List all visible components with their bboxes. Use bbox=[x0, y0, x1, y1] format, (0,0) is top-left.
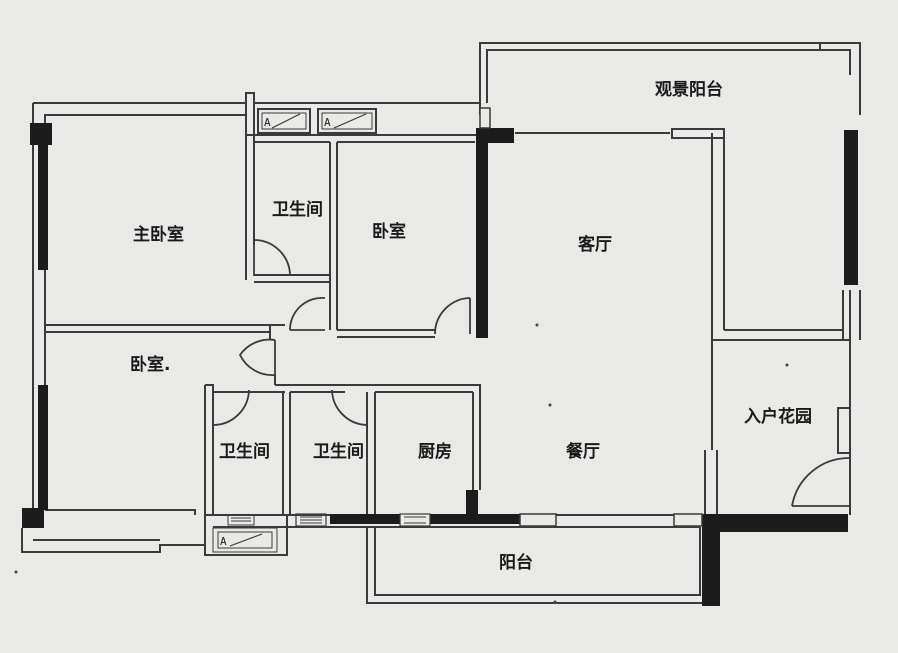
ac-unit-1-icon: A bbox=[257, 108, 311, 134]
room-label-bathroom-top: 卫生间 bbox=[272, 199, 323, 220]
room-label-bedroom-left: 卧室. bbox=[130, 354, 170, 375]
ac-units: A A A bbox=[212, 108, 377, 553]
room-label-entrance-garden: 入户花园 bbox=[744, 406, 812, 427]
room-label-view-balcony: 观景阳台 bbox=[654, 79, 723, 100]
room-label-dining-room: 餐厅 bbox=[566, 441, 600, 462]
room-label-bedroom-top: 卧室 bbox=[372, 221, 406, 242]
specks bbox=[14, 323, 789, 604]
walls bbox=[21, 42, 861, 604]
windows bbox=[227, 107, 703, 527]
room-label-bathroom-bottom-mid: 卫生间 bbox=[313, 441, 364, 462]
room-labels: 主卧室 卫生间 卧室 客厅 观景阳台 卧室. 卫生间 卫生间 厨房 餐厅 入户花… bbox=[130, 79, 812, 573]
ac-unit-3-label: A bbox=[220, 535, 227, 548]
room-label-living-room: 客厅 bbox=[577, 234, 612, 255]
room-label-master-bedroom: 主卧室 bbox=[133, 224, 184, 245]
room-label-balcony: 阳台 bbox=[499, 552, 533, 573]
room-label-bathroom-bottom-left: 卫生间 bbox=[219, 441, 270, 462]
ac-unit-2-icon: A bbox=[317, 108, 377, 134]
ac-unit-2-label: A bbox=[324, 116, 331, 129]
ac-unit-3-icon: A bbox=[212, 527, 278, 553]
ac-unit-1-label: A bbox=[264, 116, 271, 129]
room-label-kitchen: 厨房 bbox=[418, 441, 452, 462]
doors bbox=[212, 239, 851, 507]
